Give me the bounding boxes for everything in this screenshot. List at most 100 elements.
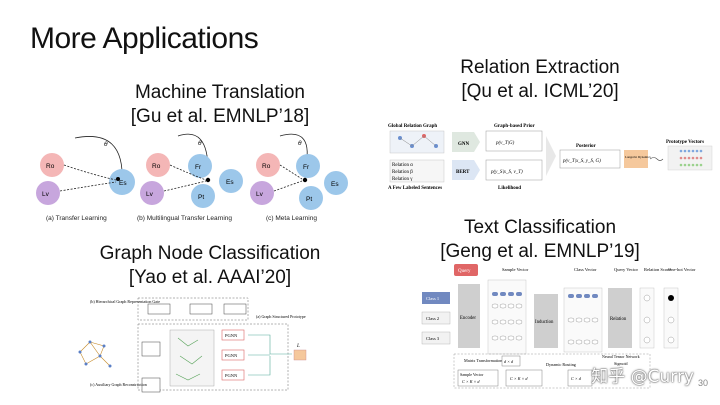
re-prototype-label: Prototype Vectors	[666, 140, 704, 145]
re-posterior-box	[559, 149, 621, 169]
tc-encoder	[458, 284, 480, 348]
tc-title: Text Classification	[463, 217, 617, 238]
page-number: 30	[697, 378, 708, 388]
re-posterior: p(v_T|x_S, y_S, G)	[562, 159, 601, 164]
re-likelihood-label: Likelihood	[498, 186, 521, 191]
mt-node-ro-c	[256, 153, 280, 177]
mt-panel-c: θ Ro Lv Fr Es Pt (c) Meta Learning	[250, 133, 348, 222]
tc-class-3	[421, 331, 451, 345]
re-title: Relation Extraction	[460, 57, 620, 78]
mt-node-label: Es	[226, 179, 234, 186]
re-few-sentences-label: A Few Labeled Sentences	[388, 186, 442, 191]
tc-section-title: Text Classification [Geng et al. EMNLP’1…	[410, 216, 670, 264]
gnc-citation: [Yao et al. AAAI’20]	[128, 267, 292, 288]
mt-node-lv-a	[36, 181, 60, 205]
mt-caption-b: (b) Multilingual Transfer Learning	[137, 215, 232, 222]
tc-encoder-label: Encoder	[460, 316, 476, 321]
re-gnn-block	[452, 132, 480, 152]
mt-theta-c: θ	[298, 140, 302, 147]
gnc-hier-gate-label: (b) Hierarchical Graph Representation Ga…	[90, 299, 160, 304]
tc-dxd: d × d	[504, 359, 514, 364]
re-bert-block	[452, 160, 480, 180]
re-relation-alpha: Relation α	[392, 163, 413, 168]
mt-figure: θ Ro Lv Es (a) Transfer Learning θ Ro Lv…	[36, 133, 348, 222]
re-prior-box	[485, 130, 543, 152]
mt-node-ro-b	[146, 153, 170, 177]
tc-query-vector: Query Vector	[614, 267, 639, 272]
tc-relation	[608, 288, 632, 348]
mt-node-es-c	[324, 171, 348, 195]
re-global-graph-label: Global Relation Graph	[388, 124, 437, 129]
re-likelihood-box	[485, 159, 543, 181]
mt-node-label: Pt	[198, 194, 204, 201]
gnc-pgnn-stack: PGNN PGNN PGNN	[221, 329, 245, 381]
gnc-figure: (b) Hierarchical Graph Representation Ga…	[78, 297, 307, 393]
re-langevin-box	[624, 150, 648, 168]
gnc-gate-box	[137, 297, 249, 321]
tc-figure: Query Sample Vector Class Vector Query V…	[421, 264, 696, 389]
tc-matrix: Matrix Transformation	[464, 358, 503, 363]
tc-induction	[534, 294, 558, 348]
mt-node-label: Lv	[256, 191, 264, 198]
tc-sigmoid: Sigmoid	[614, 361, 628, 366]
gnc-pgnn-2: PGNN	[225, 353, 238, 358]
tc-class-2-label: Class 2	[426, 316, 439, 321]
tc-induction-label: Induction	[535, 320, 554, 325]
tc-relation-label: Relation	[610, 317, 627, 322]
mt-node-label: Ro	[262, 163, 271, 170]
tc-query-box	[454, 264, 478, 276]
tc-query: Query	[458, 269, 471, 274]
tc-citation: [Geng et al. EMNLP’19]	[440, 241, 640, 262]
re-relation-gamma: Relation γ	[392, 177, 413, 182]
mt-section-title: Machine Translation [Gu et al. EMNLP’18]	[70, 81, 370, 129]
tc-relation-score: Relation Score	[644, 267, 671, 272]
mt-node-lv-c	[250, 181, 274, 205]
gnc-auxiliary-label: (c) Auxiliary Graph Reconstruction	[90, 382, 147, 387]
gnc-prototype-box	[137, 323, 289, 391]
mt-caption-a: (a) Transfer Learning	[46, 215, 107, 222]
re-section-title: Relation Extraction [Qu et al. ICML’20]	[410, 56, 670, 104]
mt-node-label: Lv	[146, 191, 154, 198]
tc-ntn: Neural Tensor Network	[602, 354, 640, 359]
tc-ckd-1: C × K × d	[462, 379, 480, 384]
tc-class-vector: Class Vector	[574, 267, 597, 272]
re-prior: p(v_T|G)	[495, 141, 515, 146]
slide-title: More Applications	[30, 22, 259, 55]
mt-node-fr-c	[296, 154, 320, 178]
tc-class-1	[422, 292, 450, 304]
tc-sample-vector: Sample Vector	[502, 267, 529, 272]
mt-node-label: Fr	[195, 164, 202, 171]
gnc-pgnn-3: PGNN	[225, 373, 238, 378]
mt-node-es-a	[109, 169, 135, 195]
mt-theta-a: θ	[104, 141, 108, 148]
tc-one-hot: One-hot Vector	[668, 267, 696, 272]
re-gnn-label: GNN	[458, 142, 470, 147]
mt-theta-b: θ	[198, 140, 202, 147]
mt-node-label: Es	[331, 181, 339, 188]
mt-node-label: Lv	[42, 191, 50, 198]
mt-citation: [Gu et al. EMNLP’18]	[130, 106, 310, 127]
mt-node-fr-b	[188, 154, 212, 178]
watermark: 知乎 @Curry	[591, 367, 694, 387]
mt-node-lv-b	[140, 181, 164, 205]
gnc-section-title: Graph Node Classification [Yao et al. AA…	[60, 242, 360, 290]
tc-class-3-label: Class 3	[426, 336, 440, 341]
mt-node-ro-a	[40, 153, 64, 177]
mt-node-label: Es	[119, 180, 127, 187]
mt-node-pt-c	[299, 186, 323, 210]
mt-caption-c: (c) Meta Learning	[266, 215, 317, 222]
gnc-structured-label: (a) Graph Structured Prototype	[256, 314, 306, 319]
tc-cxd: C × d	[571, 376, 582, 381]
re-posterior-head: Posterior	[576, 144, 596, 149]
mt-node-pt-b	[191, 184, 215, 208]
gnc-title: Graph Node Classification	[99, 243, 321, 264]
mt-node-label: Ro	[46, 163, 55, 170]
gnc-pgnn-1: PGNN	[225, 333, 238, 338]
mt-node-label: Fr	[303, 164, 310, 171]
re-figure: Global Relation Graph Relation α Relatio…	[388, 124, 713, 191]
tc-class-2	[421, 311, 451, 325]
re-citation: [Qu et al. ICML’20]	[461, 81, 619, 102]
tc-class-1-label: Class 1	[426, 296, 439, 301]
mt-node-label: Ro	[152, 163, 161, 170]
gnc-loss: L	[296, 344, 300, 349]
